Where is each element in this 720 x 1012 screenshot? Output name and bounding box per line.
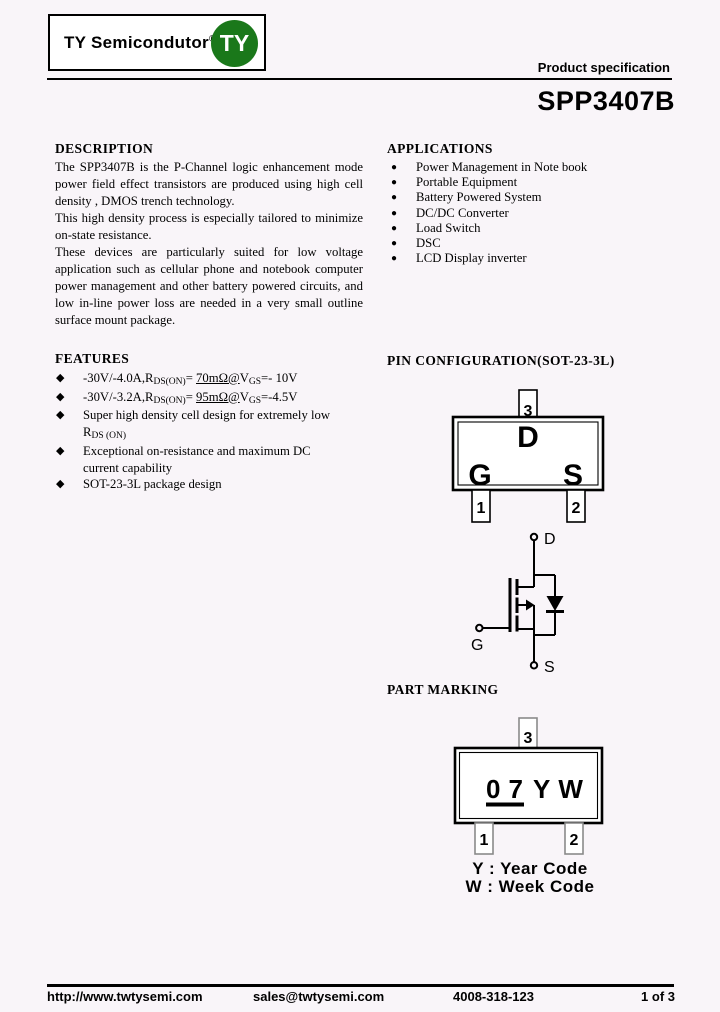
marking-code-date: 07 <box>486 774 531 804</box>
year-code-note: Y : Year Code <box>472 859 588 878</box>
description-paragraph: These devices are particularly suited fo… <box>55 245 363 327</box>
part-marking-heading: PART MARKING <box>387 682 499 697</box>
diamond-bullet-icon: ◆ <box>56 372 65 384</box>
bullet-icon: ● <box>391 162 398 173</box>
marking-code-yw: YW <box>533 774 591 804</box>
ty-logo-icon: TY <box>211 20 258 67</box>
list-item: ◆ SOT-23-3L package design <box>56 477 222 492</box>
description-heading: DESCRIPTION <box>55 141 154 156</box>
pin2-lead <box>564 822 584 855</box>
list-item: ●Power Management in Note book <box>387 160 679 175</box>
part-marking-diagram: 3 07 YW 1 2 <box>453 717 604 855</box>
sot23-package-diagram: 3 D G S 1 2 <box>451 389 605 523</box>
list-item: ◆ -30V/-4.0A,RDS(ON)= 70mΩ@VGS=- 10V <box>56 371 298 387</box>
description-paragraph: The SPP3407B is the P-Channel logic enha… <box>55 160 363 208</box>
pin1-number: 1 <box>480 832 489 849</box>
list-item: ●Load Switch <box>387 221 679 236</box>
diamond-bullet-icon: ◆ <box>56 444 65 457</box>
gate-terminal <box>475 623 484 633</box>
diamond-bullet-icon: ◆ <box>56 478 65 491</box>
brand-name: TY Semicondutor® <box>64 33 216 53</box>
footer-page-number: 1 of 3 <box>641 989 675 1004</box>
gate-pad-label: G <box>468 459 491 492</box>
footer-website: http://www.twtysemi.com <box>47 989 203 1004</box>
pin2-lead <box>566 489 586 523</box>
week-code-note: W : Week Code <box>465 877 595 896</box>
list-item: ●DC/DC Converter <box>387 206 679 221</box>
footer-phone: 4008-318-123 <box>453 989 534 1004</box>
diamond-bullet-icon: ◆ <box>56 409 65 422</box>
list-item: ◆ Super high density cell design for ext… <box>56 408 330 442</box>
bullet-icon: ● <box>391 222 398 234</box>
package-body <box>451 415 605 492</box>
bullet-icon: ● <box>391 253 398 265</box>
description-paragraph: This high density process is especially … <box>55 211 363 242</box>
mosfet-symbol: D G S <box>471 531 564 676</box>
marking-legend: Y : Year Code W : Week Code <box>430 860 630 896</box>
description-section: DESCRIPTION The SPP3407B is the P-Channe… <box>55 141 363 329</box>
source-label: S <box>544 659 555 676</box>
footer-email: sales@twtysemi.com <box>253 989 385 1004</box>
list-item: ●LCD Display inverter <box>387 251 679 266</box>
features-section: FEATURES ◆ -30V/-4.0A,RDS(ON)= 70mΩ@VGS=… <box>55 351 369 493</box>
footer-divider <box>47 984 674 987</box>
package-body <box>453 746 604 825</box>
pin1-lead <box>471 489 491 523</box>
pin-configuration-heading: PIN CONFIGURATION(SOT-23-3L) <box>387 353 615 368</box>
list-item: ●DSC <box>387 236 679 251</box>
header-divider <box>47 78 672 80</box>
pin2-number: 2 <box>570 832 579 849</box>
list-item: ●Portable Equipment <box>387 175 679 190</box>
gate-label: G <box>471 637 483 654</box>
list-item: ◆ -30V/-3.2A,RDS(ON)= 95mΩ@VGS=-4.5V <box>56 389 298 406</box>
pin1-lead <box>474 822 494 855</box>
applications-section: APPLICATIONS ●Power Management in Note b… <box>387 141 679 266</box>
bullet-icon: ● <box>391 207 398 219</box>
channel-arrow-icon <box>526 599 535 611</box>
list-item: ●Battery Powered System <box>387 190 679 205</box>
drain-terminal <box>529 532 539 542</box>
diamond-bullet-icon: ◆ <box>56 390 65 403</box>
drain-pad-label: D <box>517 421 539 454</box>
bullet-icon: ● <box>391 177 398 189</box>
body-diode-icon <box>546 596 564 611</box>
pin3-number: 3 <box>524 730 533 747</box>
product-spec-label: Product specification <box>537 60 670 75</box>
bullet-icon: ● <box>391 238 398 250</box>
source-terminal <box>529 661 539 670</box>
pin1-number: 1 <box>477 500 486 517</box>
bullet-icon: ● <box>391 192 398 204</box>
page-title: SPP3407B <box>537 86 675 116</box>
pin2-number: 2 <box>572 500 581 517</box>
logo-box: TY Semicondutor® TY <box>48 14 266 71</box>
list-item: ◆ Exceptional on-resistance and maximum … <box>56 443 311 475</box>
pin3-number: 3 <box>524 403 533 420</box>
source-pad-label: S <box>563 459 583 492</box>
features-heading: FEATURES <box>55 351 130 366</box>
applications-heading: APPLICATIONS <box>387 141 493 156</box>
drain-label: D <box>544 531 556 548</box>
